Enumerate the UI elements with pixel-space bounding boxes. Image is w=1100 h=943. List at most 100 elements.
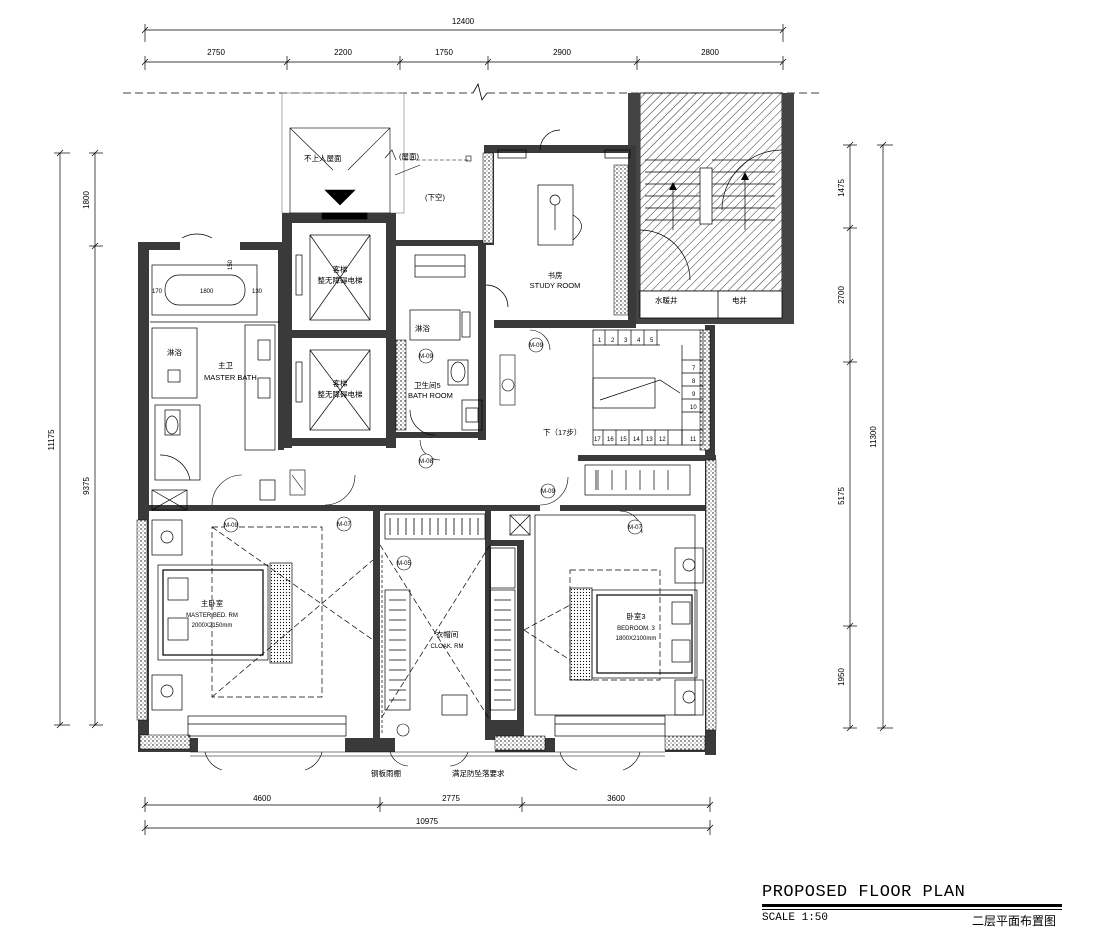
- dim-bottom-2: 2775: [442, 794, 460, 803]
- dim-right-1: 1475: [837, 179, 846, 197]
- stair-num: 12: [659, 437, 666, 443]
- dim-right-4: 1950: [837, 668, 846, 686]
- elevators: [295, 212, 371, 431]
- label-elevator2-sub: 整无障碍电梯: [318, 389, 363, 399]
- door-tag: M-09: [224, 523, 238, 529]
- dim-right-total: 11300: [869, 426, 878, 448]
- label-elevator2: 客梯: [333, 378, 348, 388]
- label-shower: 淋浴: [167, 347, 182, 357]
- balcony-rail: [190, 751, 665, 757]
- label-master-bath: 主卫: [218, 360, 233, 370]
- label-stair-down: 下（17步）: [543, 428, 581, 437]
- door-tag-circles: [223, 337, 643, 737]
- door-tag: M-07: [628, 525, 642, 531]
- label-cloak: 衣帽间: [436, 629, 459, 639]
- stair-num: 16: [607, 437, 614, 443]
- label-elevator1-sub: 整无障碍电梯: [318, 275, 363, 285]
- label-open-below: (下空): [425, 192, 445, 202]
- hanger-marks: [389, 470, 597, 701]
- label-cloak-en: CLOAK. RM: [430, 644, 463, 650]
- label-elec-shaft: 电井: [732, 295, 747, 305]
- dim-right-2: 2700: [837, 286, 846, 304]
- stair-num: 14: [633, 437, 640, 443]
- stair-num: 2: [611, 338, 615, 344]
- cloak-room: [379, 513, 516, 735]
- dim-bottom-1: 4600: [253, 794, 271, 803]
- label-bedroom3-en: BEDROOM. 3: [617, 626, 655, 632]
- label-bedroom3: 卧室3: [626, 611, 645, 621]
- door-tag: M-09: [541, 489, 555, 495]
- title-subrow: SCALE 1:50 二层平面布置图: [762, 912, 1062, 929]
- label-bath5: 卫生间5: [414, 380, 441, 390]
- master-bed: [151, 519, 374, 737]
- dim-top-seg-4: 2900: [553, 48, 571, 57]
- label-bedroom3-size: 1800X2100mm: [616, 636, 657, 642]
- stair-num: 4: [637, 338, 641, 344]
- stair-num: 8: [692, 379, 696, 385]
- stair-num: 7: [692, 366, 696, 372]
- door-tag: M-05: [397, 561, 411, 567]
- upper-stair-shaft: [628, 92, 794, 324]
- dim-top-seg-1: 2750: [207, 48, 225, 57]
- title-rule-thin: [762, 909, 1062, 910]
- structural-walls: [138, 145, 716, 755]
- study-furniture: [497, 129, 631, 246]
- door-tag: M-08: [419, 459, 433, 465]
- stair-num: 10: [690, 405, 697, 411]
- stair-num: 17: [594, 437, 601, 443]
- dim-top-total: 12400: [452, 17, 475, 26]
- bathtub-width: 1800: [200, 289, 214, 295]
- dim-left-1: 1800: [82, 191, 91, 209]
- bottom-dimension-lines: [141, 797, 714, 835]
- door-tag: M-09: [529, 343, 543, 349]
- door-swings: [204, 439, 643, 771]
- label-water-shaft: 水暖井: [655, 295, 678, 305]
- label-study-en: STUDY ROOM: [530, 281, 581, 290]
- hall-decor: [289, 329, 551, 496]
- label-shower2: 淋浴: [415, 323, 430, 333]
- dim-bottom-3: 3600: [607, 794, 625, 803]
- stair-numbers: 1 2 3 4 5 7 8 9 10 17 16 15 14 13 12 11: [594, 338, 697, 443]
- label-roof-tag: (屋面): [399, 152, 419, 161]
- master-bath-fixtures: [150, 233, 280, 511]
- dim-right-3: 5175: [837, 487, 846, 505]
- bedroom3: [509, 514, 704, 737]
- stair-num: 9: [692, 392, 696, 398]
- label-bath5-en: BATH ROOM: [408, 391, 453, 400]
- stair-num: 3: [624, 338, 628, 344]
- drawing-scale: SCALE 1:50: [762, 912, 829, 924]
- right-dimension-lines: [843, 141, 893, 732]
- door-tag: M-09: [419, 354, 433, 360]
- drawing-title: PROPOSED FLOOR PLAN: [762, 883, 966, 902]
- drawing-title-cn: 二层平面布置图: [971, 914, 1056, 928]
- dim-bottom-total: 10975: [416, 817, 439, 826]
- label-roof: 不上人屋面: [304, 154, 342, 163]
- dim-top-seg-5: 2800: [701, 48, 719, 57]
- label-master-bath-en: MASTER BATH: [204, 373, 257, 382]
- central-stair: [584, 329, 704, 496]
- top-dimension-lines: [141, 24, 787, 70]
- stair-num: 11: [690, 437, 697, 443]
- bathtub-vertical: 150: [228, 259, 234, 270]
- dim-top-seg-2: 2200: [334, 48, 352, 57]
- stair-num: 13: [646, 437, 653, 443]
- door-tag: M-07: [337, 522, 351, 528]
- bath5-fixtures: [409, 254, 509, 436]
- label-master-bed-size: 2000X2150mm: [192, 623, 233, 629]
- title-rule-thick: [762, 904, 1062, 907]
- dim-left-total: 11175: [47, 429, 56, 451]
- door-tags: M-09 M-09 M-08 M-09 M-07 M-09 M-05 M-07: [224, 343, 642, 567]
- stair-num: 5: [650, 338, 654, 344]
- label-elevator1: 客梯: [333, 264, 348, 274]
- left-dimension-lines: [54, 149, 103, 729]
- stair-num: 1: [598, 338, 602, 344]
- title-block: PROPOSED FLOOR PLAN SCALE 1:50 二层平面布置图: [762, 884, 1062, 929]
- dim-left-2: 9375: [82, 477, 91, 495]
- note-fall-protection: 满足防坠落要求: [452, 768, 505, 778]
- note-steel-canopy: 钢板雨棚: [371, 768, 401, 778]
- wall-insulation: [136, 152, 717, 751]
- label-study: 书房: [548, 270, 563, 280]
- dim-top-seg-3: 1750: [435, 48, 453, 57]
- label-master-bed: 主卧室: [201, 598, 224, 608]
